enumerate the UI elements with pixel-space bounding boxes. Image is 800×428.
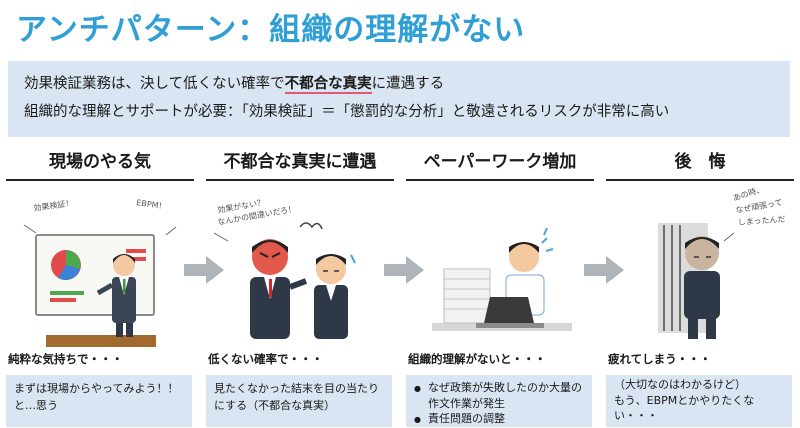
regret-illustration: あの時、 なぜ頑張って しまったんだ [658, 185, 786, 339]
summary-box: 効果検証業務は、決して低くない確率で不都合な真実に遭遇する 組織的な理解とサポー… [8, 61, 790, 137]
summary-line-1-post: に遭遇する [371, 76, 445, 92]
angry-boss-illustration: 効果がない？ なんかの間違いだろ！ [213, 197, 356, 339]
bullet-item: 責任問題の調整 [414, 411, 584, 427]
description-line: 見たくなかった結末を目の当たり [214, 382, 379, 395]
stage-heading: 不都合な真実に遭遇 [206, 143, 394, 181]
arrow-right-icon [384, 256, 424, 284]
bubble-text: 効果検証！ [33, 198, 74, 213]
stage-heading: ペーパーワーク増加 [406, 143, 594, 181]
presenter-illustration: 効果検証！ EBPM！ [23, 198, 177, 347]
stage-heading: 現場のやる気 [6, 143, 194, 181]
description-line: にする（不都合な真実） [214, 399, 336, 412]
description-line: （大切なのはわかるけど） [614, 378, 746, 391]
bullet-list: なぜ政策が失敗したのか大量の作文作業が発生 責任問題の調整 [414, 380, 584, 427]
stage-caption: 純粋な気持ちで・・・ [8, 352, 123, 366]
stage-description: なぜ政策が失敗したのか大量の作文作業が発生 責任問題の調整 [406, 375, 592, 427]
stage-2-inconvenient-truth: 不都合な真実に遭遇 効果がない？ なんかの間違いだろ！ 低くない確率で・・・ 見… [206, 143, 394, 427]
stage-heading: 後 悔 [606, 143, 794, 181]
paperwork-illustration [432, 227, 572, 331]
stage-description: （大切なのはわかるけど） もう、EBPMとかやりたくな い・・・ [606, 375, 792, 427]
stage-description: 見たくなかった結末を目の当たり にする（不都合な真実） [206, 375, 392, 427]
stage-3-paperwork: ペーパーワーク増加 組織的理解がないと・・・ なぜ政策が失敗したのか大量の作文作… [406, 143, 594, 427]
description-line: もう、EBPMとかやりたくな [614, 393, 755, 407]
arrow-right-icon [184, 256, 224, 284]
arrow-right-icon [584, 256, 624, 284]
stage-description: まずは現場からやってみよう！！ と…思う [6, 375, 192, 427]
summary-line-1: 効果検証業務は、決して低くない確率で不都合な真実に遭遇する [24, 70, 774, 98]
summary-line-1-pre: 効果検証業務は、決して低くない確率で [24, 76, 285, 92]
stage-caption: 組織的理解がないと・・・ [408, 352, 546, 366]
stage-caption: 低くない確率で・・・ [208, 352, 323, 366]
description-line: まずは現場からやってみよう！！ [14, 382, 179, 395]
description-line: と…思う [14, 399, 58, 412]
bubble-text: EBPM！ [136, 198, 167, 211]
summary-line-2: 組織的な理解とサポートが必要：「効果検証」＝「懲罰的な分析」と敬遠されるリスクが… [24, 104, 670, 120]
bubble-text: あの時、 [732, 185, 765, 203]
description-line: い・・・ [614, 409, 658, 422]
page-title: アンチパターン：組織の理解がない [16, 12, 526, 48]
bubble-text: しまったんだ [738, 215, 786, 227]
stage-4-regret: 後 悔 あの時、 なぜ頑張って しまったんだ 疲れてしまう・・・ （大切なのはわ… [606, 143, 794, 427]
summary-highlight: 不都合な真実 [284, 76, 372, 94]
stage-1-motivation: 現場のやる気 効果検証！ EBPM！ 純粋な気持ちで・・・ まずは現場からやって… [6, 143, 194, 427]
bullet-item: なぜ政策が失敗したのか大量の作文作業が発生 [414, 380, 584, 411]
stage-caption: 疲れてしまう・・・ [608, 352, 712, 366]
